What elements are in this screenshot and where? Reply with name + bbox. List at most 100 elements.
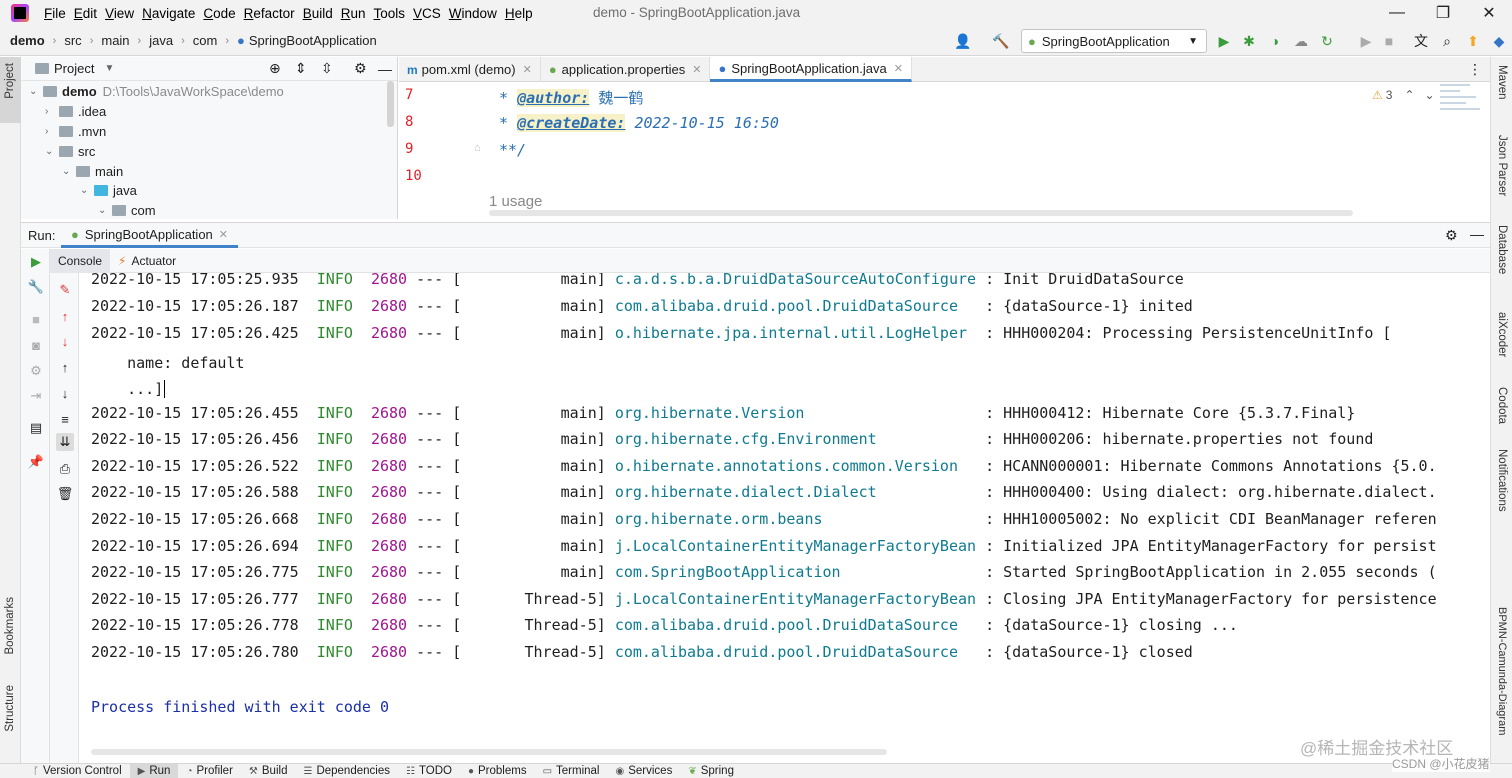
update-icon[interactable]: ⬆ [1467,32,1479,49]
menu-view[interactable]: View [105,5,135,21]
menu-edit[interactable]: Edit [73,5,98,21]
attach-icon[interactable]: ↻ [1321,32,1333,49]
stop-icon[interactable]: ■ [32,311,40,327]
bookmarks-tool-label[interactable]: Bookmarks [4,597,16,655]
trash-icon[interactable]: 🗑 [56,486,74,501]
tree-node-main[interactable]: ⌄ main [62,161,123,181]
menu-code[interactable]: Code [203,5,236,21]
soft-wrap-icon[interactable]: ≡ [61,411,69,427]
gear-icon[interactable]: ⚙ [1445,227,1458,243]
run-icon[interactable]: ▶ [1218,32,1230,49]
codota-tool-label[interactable]: Codota [1496,387,1508,425]
run-tab-springbootapplication[interactable]: ● SpringBootApplication ✕ [61,223,238,248]
print-icon[interactable]: ⎙ [59,461,71,476]
tree-node-src[interactable]: ⌄ src [45,141,95,161]
database-tool-label[interactable]: Database [1496,225,1508,275]
close-icon[interactable]: ✕ [1482,5,1496,22]
tab-pom-xml[interactable]: m pom.xml (demo) ✕ [399,57,541,82]
breadcrumb-file[interactable]: SpringBootApplication [248,33,377,48]
fold-icon[interactable]: ⌂ [474,142,481,154]
close-tab-icon[interactable]: ✕ [692,64,702,76]
menu-tools[interactable]: Tools [373,5,406,21]
build-hammer-icon[interactable]: 🔨 [992,32,1010,49]
project-tool-button[interactable]: Project [0,57,21,123]
wrench-icon[interactable]: 🔧 [27,279,45,294]
run-configuration-select[interactable]: ● SpringBootApplication ▼ [1021,29,1207,53]
gear-icon[interactable]: ⚙ [354,60,367,76]
notifications-tool-label[interactable]: Notifications [1496,449,1508,512]
tree-node-com[interactable]: ⌄ com [98,200,156,220]
profiler-button[interactable]: ◔Profiler [178,764,240,778]
maximize-icon[interactable]: ❐ [1435,5,1451,22]
rerun-icon[interactable]: ▶ [31,254,41,269]
coverage-icon[interactable]: ◑ [1270,33,1280,49]
run-button[interactable]: ▶Run [129,763,179,778]
menu-navigate[interactable]: Navigate [142,5,196,21]
minimize-icon[interactable]: — [1389,4,1405,21]
up-icon[interactable]: ↑ [61,359,69,375]
code-editor[interactable]: * @author: 魏一鹤 * @createDate: 2022-10-15… [481,82,1421,219]
breadcrumb-src[interactable]: src [64,33,82,48]
tree-node-mvn[interactable]: › .mvn [45,121,106,141]
inspection-widget[interactable]: ⚠ 3 ⌃ ⌄ [1372,88,1435,102]
profile-icon[interactable]: ☁ [1294,32,1308,49]
breadcrumb-project[interactable]: demo [10,33,45,48]
tree-node-idea[interactable]: › .idea [45,101,106,121]
translate-icon[interactable]: 文 [1414,33,1428,49]
console-output[interactable]: 2022-10-15 17:05:25.935 INFO 2680 --- [ … [79,273,1490,763]
expand-all-icon[interactable]: ⇕ [295,60,307,76]
tab-springbootapplication-java[interactable]: ● SpringBootApplication.java ✕ [710,57,912,82]
rerun-icon[interactable]: ▶ [1360,32,1372,49]
aixcoder-tool-label[interactable]: aiXcoder [1496,312,1508,358]
arrow-up-icon[interactable]: ↑ [61,308,69,324]
problems-button[interactable]: ●Problems [460,764,535,778]
edit-config-icon[interactable]: ✎ [59,282,71,297]
menu-run[interactable]: Run [340,5,366,21]
menu-refactor[interactable]: Refactor [243,5,295,21]
code-minimap[interactable] [1440,80,1484,140]
project-scrollbar[interactable] [387,81,394,127]
project-panel-title[interactable]: Project [54,61,95,76]
breadcrumb-main[interactable]: main [101,33,130,48]
camera-icon[interactable]: ◙ [32,337,40,353]
close-tab-icon[interactable]: ✕ [218,228,228,241]
more-tabs-icon[interactable]: ⋮ [1468,61,1482,77]
plugin-icon[interactable]: ◆ [1493,32,1505,49]
down-icon[interactable]: ↓ [61,385,69,401]
hide-icon[interactable]: — [1470,226,1484,242]
tab-console[interactable]: Console [50,248,111,273]
console-horizontal-scrollbar[interactable] [91,749,887,755]
structure-tool-label[interactable]: Structure [4,685,16,732]
layout-icon[interactable]: ▤ [29,420,43,435]
menu-build[interactable]: Build [302,5,333,21]
breadcrumb-com[interactable]: com [192,33,218,48]
tab-application-properties[interactable]: ● application.properties ✕ [541,57,711,82]
dependencies-button[interactable]: ☰Dependencies [295,764,398,778]
build-button[interactable]: ⚒Build [241,764,296,778]
usage-hint[interactable]: 1 usage [489,193,543,210]
services-button[interactable]: ◉Services [608,764,681,778]
collapse-all-icon[interactable]: ⇳ [321,60,333,76]
user-icon[interactable]: 👤 [954,32,972,49]
menu-file[interactable]: File [44,5,66,21]
arrow-down-icon[interactable]: ↓ [61,333,69,349]
maven-tool-label[interactable]: Maven [1496,65,1508,100]
pin-icon[interactable]: 📌 [27,454,45,469]
tree-node-root[interactable]: ⌄ demo D:\Tools\JavaWorkSpace\demo [29,81,284,101]
locate-icon[interactable]: ⊕ [269,60,281,76]
hide-icon[interactable]: — [378,60,392,77]
editor-horizontal-scrollbar[interactable] [489,210,1353,216]
dump-threads-icon[interactable]: ⚙ [30,363,42,378]
search-icon[interactable]: ⌕ [1443,32,1451,49]
menu-window[interactable]: Window [448,5,497,21]
menu-vcs[interactable]: VCS [413,5,441,21]
bpmn-tool-label[interactable]: BPMN-Camunda-Diagram [1496,607,1508,736]
json-parser-tool-label[interactable]: Json Parser [1496,135,1508,197]
scroll-to-end-icon[interactable]: ⇊ [56,433,74,451]
stop-icon[interactable]: ■ [1384,33,1394,49]
spring-button[interactable]: ❦Spring [680,764,742,778]
todo-button[interactable]: ☷TODO [398,764,460,778]
terminal-button[interactable]: ▭Terminal [535,764,608,778]
tree-node-java[interactable]: ⌄ java [80,180,137,200]
